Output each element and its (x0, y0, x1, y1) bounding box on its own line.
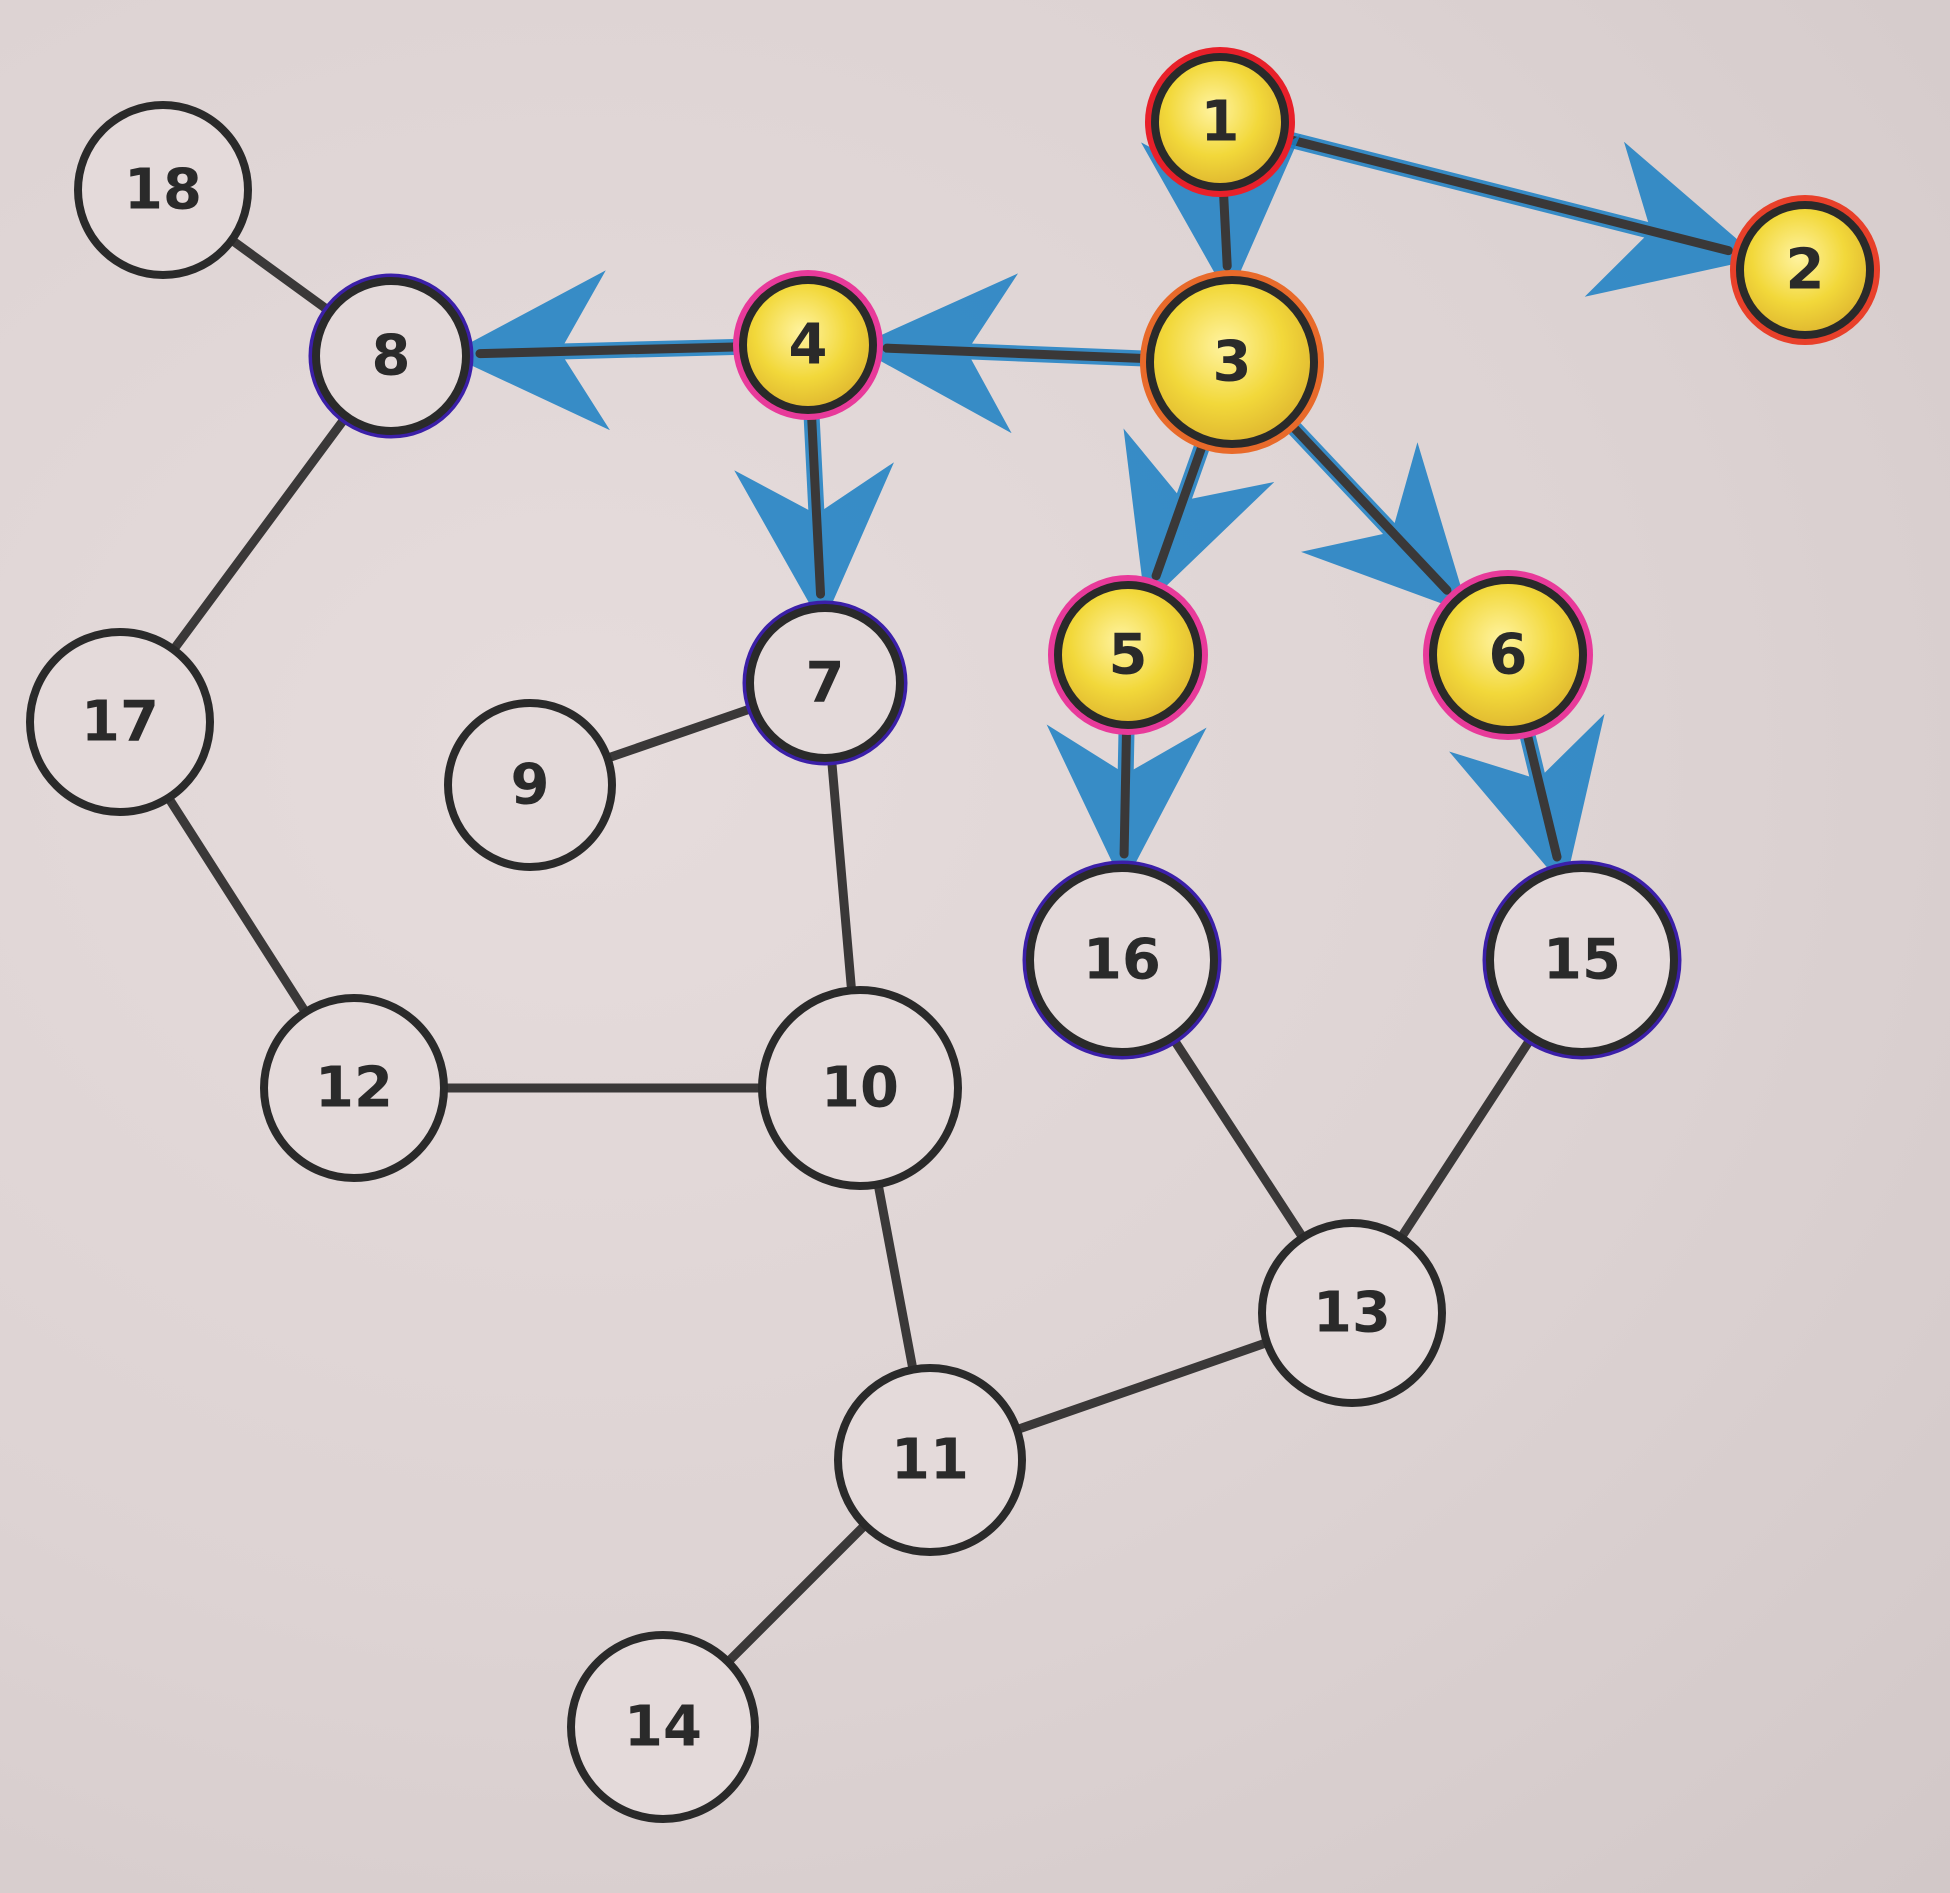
node-2-label: 2 (1786, 238, 1825, 303)
node-5-label: 5 (1109, 623, 1148, 688)
node-3-label: 3 (1213, 330, 1252, 395)
node-11-circle (834, 1364, 1026, 1556)
edge-4-8 (475, 342, 744, 359)
node-14: 14 (567, 1631, 759, 1823)
node-4-label: 4 (789, 313, 828, 378)
node-2-ring (1730, 195, 1880, 345)
node-7-label: 7 (806, 651, 845, 716)
node-18-circle (74, 101, 252, 279)
node-8: 8 (308, 273, 474, 439)
node-8-circle (312, 277, 470, 435)
edge-7-9 (606, 704, 755, 762)
node-8-label: 8 (372, 324, 411, 389)
node-3-circle (1146, 276, 1318, 448)
node-7-circle (746, 604, 904, 762)
node-5: 5 (1048, 575, 1208, 735)
node-15: 15 (1482, 860, 1682, 1060)
node-18-label: 18 (124, 158, 202, 223)
node-14-label: 14 (624, 1695, 702, 1760)
node-6-circle (1429, 576, 1587, 734)
node-1-circle (1151, 53, 1289, 191)
node-18: 18 (74, 101, 252, 279)
node-16: 16 (1022, 860, 1222, 1060)
node-2: 2 (1730, 195, 1880, 345)
node-5-circle (1054, 581, 1202, 729)
node-1-label: 1 (1201, 90, 1240, 155)
node-5-ring (1048, 575, 1208, 735)
edge-16-13 (1169, 1035, 1306, 1239)
node-1-ring (1145, 47, 1295, 197)
edge-11-14 (726, 1523, 867, 1664)
edge-6-15 (1522, 727, 1562, 862)
edges-layer (166, 130, 1760, 1664)
node-1: 1 (1145, 47, 1295, 197)
node-15-circle (1486, 864, 1678, 1056)
edge-7-10 (827, 757, 856, 991)
node-10-circle (758, 986, 962, 1190)
node-17: 17 (26, 628, 214, 816)
edge-5-16 (1119, 724, 1132, 859)
node-3-ring (1140, 270, 1324, 454)
node-9: 9 (444, 699, 616, 871)
node-17-label: 17 (81, 690, 159, 755)
node-4-ring (733, 270, 883, 420)
edge-3-6 (1286, 420, 1452, 595)
node-13: 13 (1258, 1219, 1446, 1407)
edge-15-13 (1398, 1035, 1535, 1239)
edge-8-17 (171, 414, 349, 651)
edge-10-11 (874, 1183, 917, 1371)
node-6-label: 6 (1489, 623, 1528, 688)
edge-1-3 (1218, 186, 1232, 271)
node-17-circle (26, 628, 214, 816)
node-2-circle (1736, 201, 1874, 339)
node-15-label: 15 (1543, 928, 1621, 993)
node-4-circle (739, 276, 877, 414)
node-9-circle (444, 699, 616, 871)
edge-4-7 (806, 409, 826, 599)
node-9-label: 9 (511, 753, 550, 818)
node-10-label: 10 (821, 1056, 899, 1121)
node-12: 12 (260, 994, 448, 1182)
node-7: 7 (742, 600, 908, 766)
node-6-ring (1423, 570, 1593, 740)
edge-3-5 (1151, 438, 1208, 581)
node-11: 11 (834, 1364, 1026, 1556)
edge-18-8 (230, 237, 332, 315)
node-4: 4 (733, 270, 883, 420)
node-14-circle (567, 1631, 759, 1823)
edge-11-13 (1016, 1339, 1268, 1433)
node-16-circle (1026, 864, 1218, 1056)
node-16-label: 16 (1083, 928, 1161, 993)
node-10: 10 (758, 986, 962, 1190)
edge-1-2 (1282, 134, 1733, 256)
node-6: 6 (1423, 570, 1593, 740)
node-11-label: 11 (891, 1428, 969, 1493)
node-12-label: 12 (315, 1056, 393, 1121)
edge-3-4 (882, 343, 1151, 364)
node-13-circle (1258, 1219, 1446, 1407)
node-3: 3 (1140, 270, 1324, 454)
node-13-label: 13 (1313, 1281, 1391, 1346)
edge-17-12 (166, 796, 308, 1014)
node-12-circle (260, 994, 448, 1182)
